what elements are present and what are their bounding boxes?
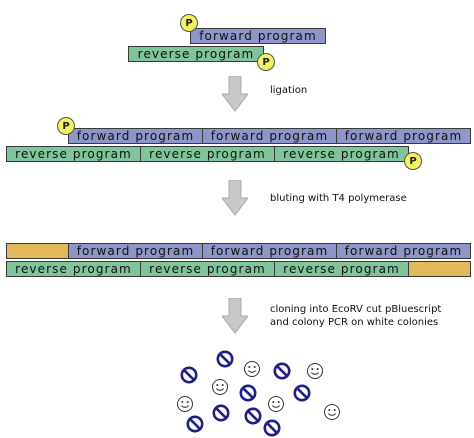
forward-program-strand: forward program: [336, 128, 471, 144]
no-entry-icon: [273, 362, 291, 380]
no-entry-icon: [212, 404, 230, 422]
forward-program-strand: forward program: [68, 128, 203, 144]
forward-program-strand: forward program: [190, 28, 326, 44]
reverse-program-strand: reverse program: [6, 261, 141, 277]
step-label-ligation: ligation: [270, 85, 308, 96]
no-entry-icon: [186, 415, 204, 433]
down-arrow-icon: [222, 76, 248, 112]
no-entry-icon: [216, 350, 234, 368]
reverse-program-strand: reverse program: [140, 146, 275, 162]
fill-in-region: [6, 243, 69, 259]
smiley-face-icon: [244, 361, 260, 377]
down-arrow-icon: [222, 180, 248, 216]
smiley-face-icon: [177, 396, 193, 412]
fill-in-region: [408, 261, 471, 277]
reverse-program-strand: reverse program: [128, 46, 264, 62]
smiley-face-icon: [268, 396, 284, 412]
smiley-face-icon: [212, 379, 228, 395]
no-entry-icon: [239, 384, 257, 402]
no-entry-icon: [244, 407, 262, 425]
step-label-cloning: cloning into EcoRV cut pBluescript: [270, 304, 442, 315]
phosphate-marker: P: [57, 117, 75, 135]
step-label-blunting: bluting with T4 polymerase: [270, 193, 407, 204]
no-entry-icon: [293, 384, 311, 402]
reverse-program-strand: reverse program: [274, 261, 409, 277]
phosphate-marker: P: [404, 152, 422, 170]
no-entry-icon: [180, 366, 198, 384]
forward-program-strand: forward program: [202, 128, 337, 144]
phosphate-marker: P: [257, 53, 275, 71]
reverse-program-strand: reverse program: [6, 146, 141, 162]
forward-program-strand: forward program: [336, 243, 471, 259]
smiley-face-icon: [307, 363, 323, 379]
phosphate-marker: P: [180, 14, 198, 32]
forward-program-strand: forward program: [68, 243, 203, 259]
smiley-face-icon: [324, 404, 340, 420]
forward-program-strand: forward program: [202, 243, 337, 259]
step-label-colony-pcr: and colony PCR on white colonies: [270, 317, 439, 328]
down-arrow-icon: [222, 298, 248, 334]
reverse-program-strand: reverse program: [140, 261, 275, 277]
no-entry-icon: [263, 419, 281, 437]
reverse-program-strand: reverse program: [274, 146, 409, 162]
